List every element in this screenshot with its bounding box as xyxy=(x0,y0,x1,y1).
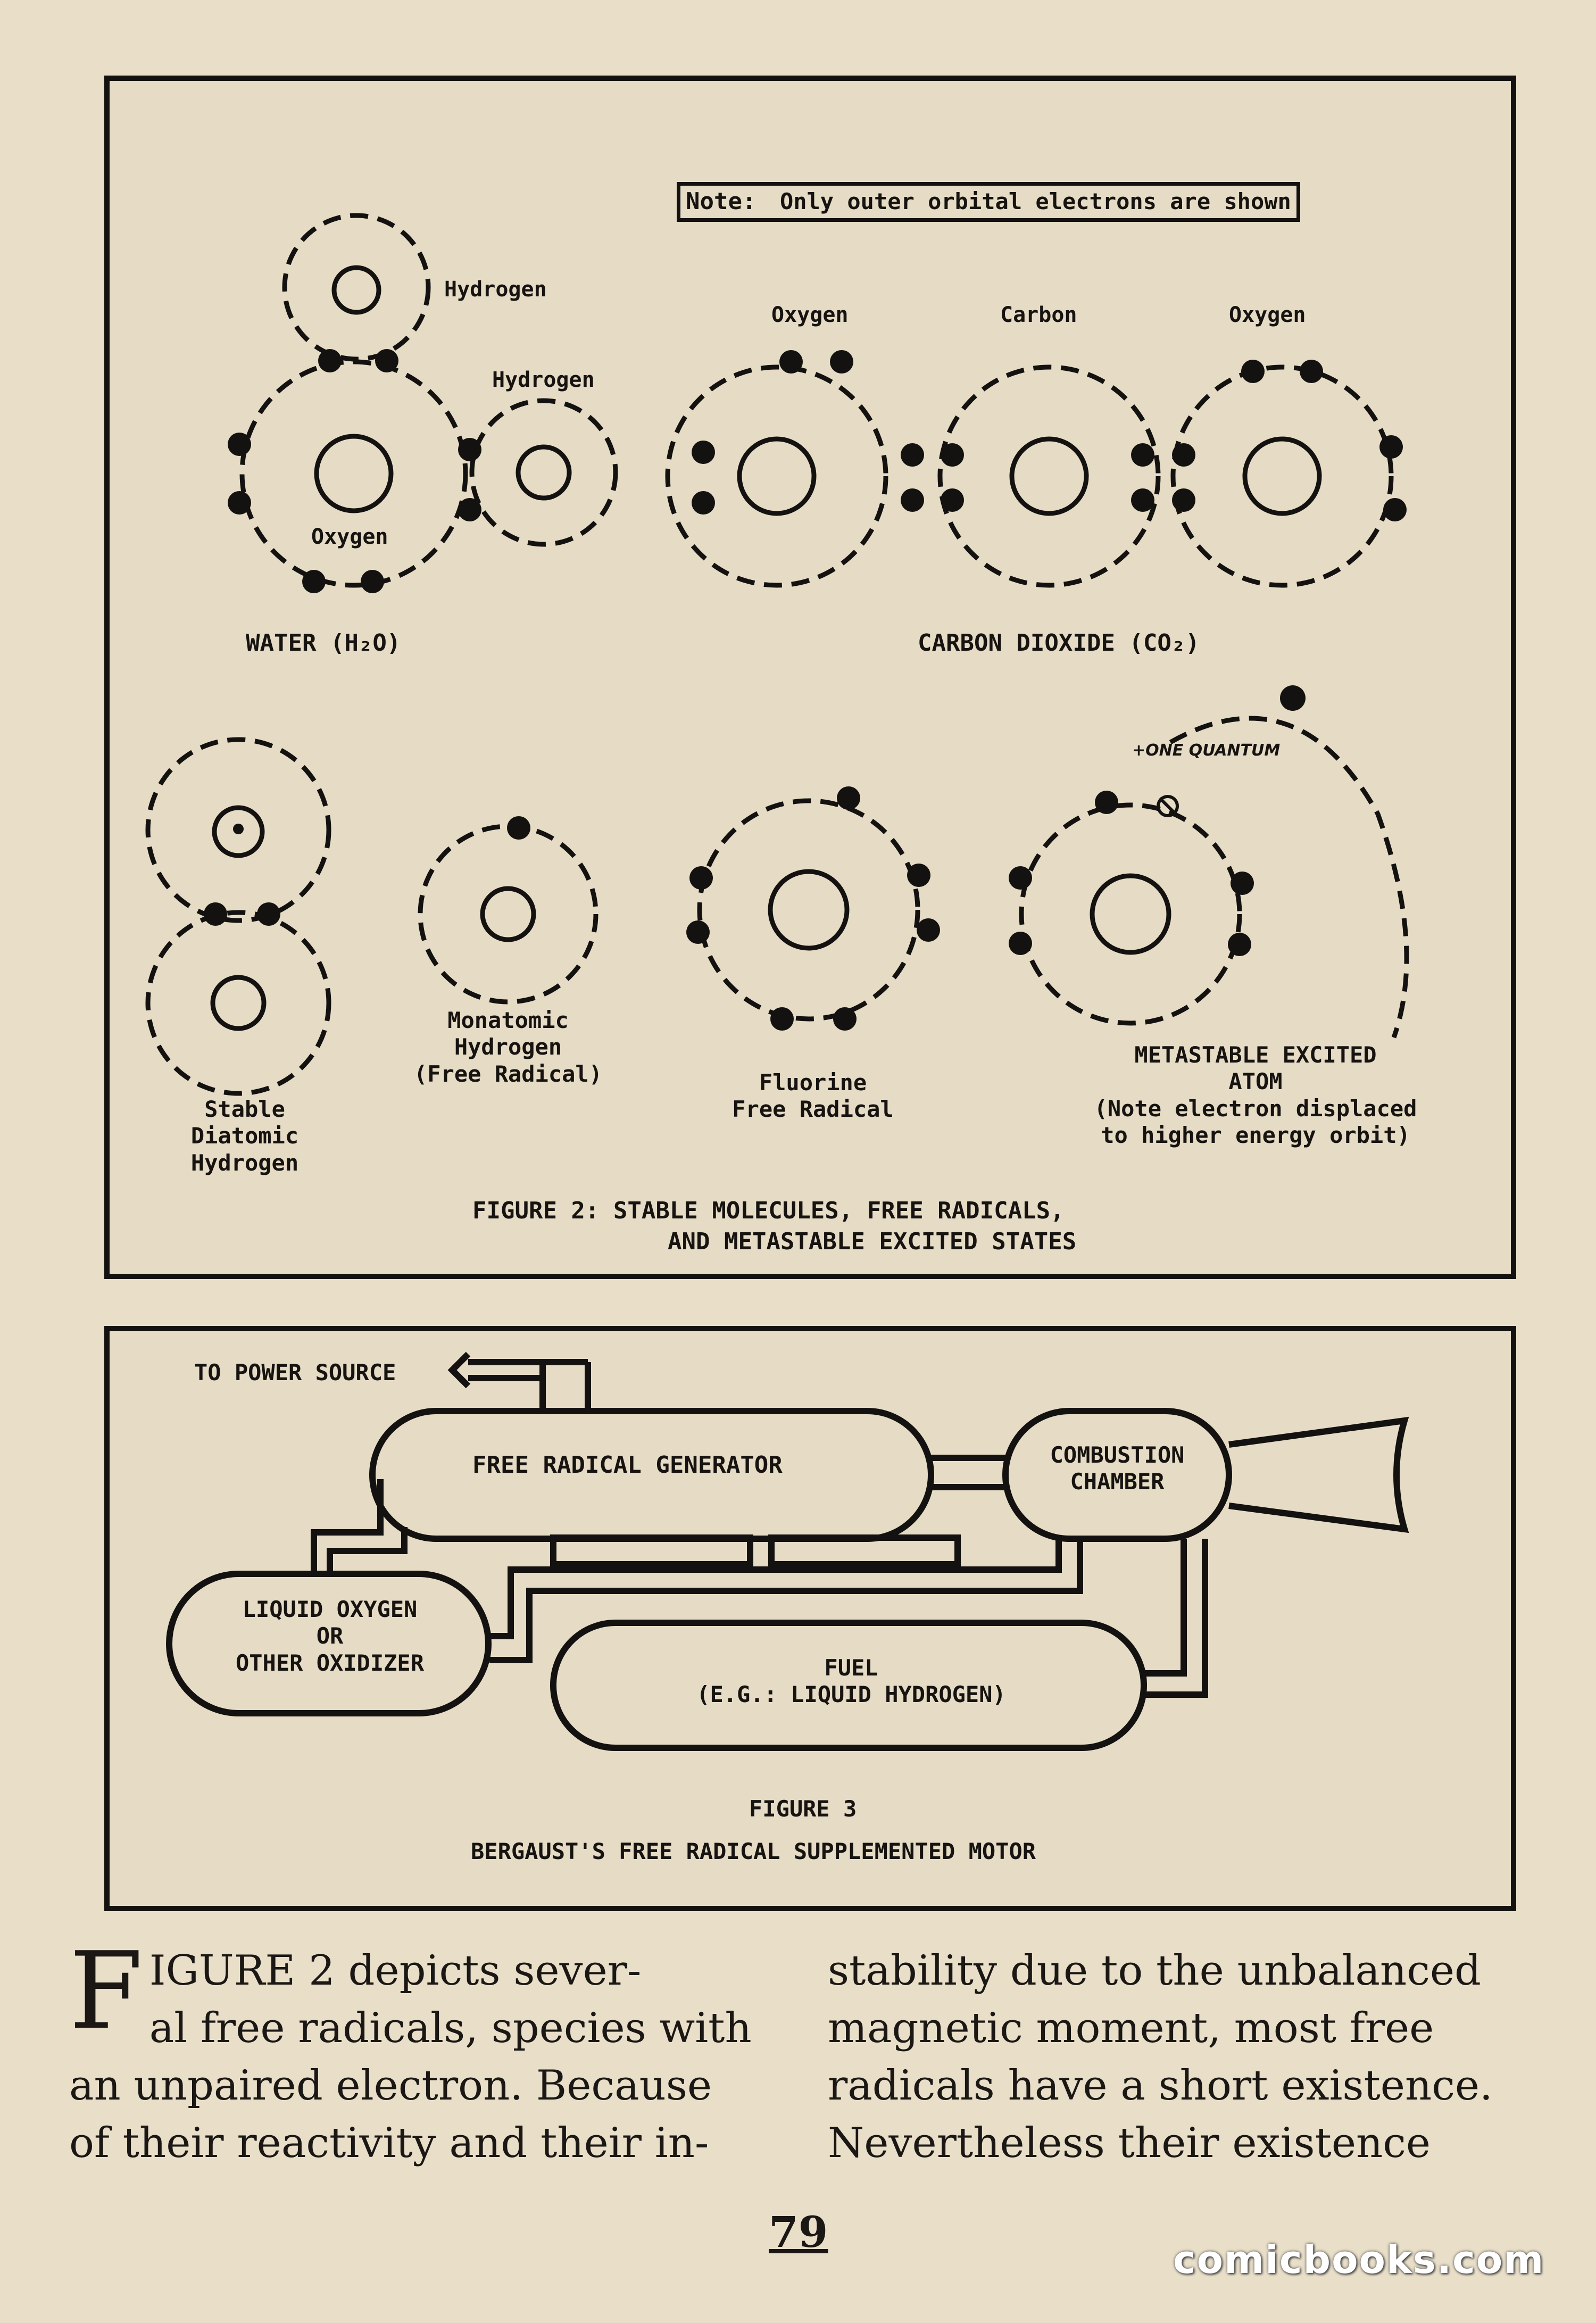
water-oxygen-nucleus xyxy=(314,434,394,513)
water-hydrogen-top-orbit xyxy=(282,213,431,362)
figure-2-caption-line1: FIGURE 2: STABLE MOLECULES, FREE RADICAL… xyxy=(472,1197,1065,1224)
figure-2-caption-line2: AND METASTABLE EXCITED STATES xyxy=(668,1228,1077,1255)
metastable-atom-nucleus xyxy=(1090,873,1171,955)
co2-oxygen-left-label: Oxygen xyxy=(771,303,849,327)
figure-3-title: BERGAUST'S FREE RADICAL SUPPLEMENTED MOT… xyxy=(471,1838,1036,1864)
body-left-line: al free radicals, species with xyxy=(149,2004,752,2052)
body-right-line: magnetic moment, most free xyxy=(828,2004,1434,2052)
fuel-tank xyxy=(550,1620,1147,1751)
co2-oxygen-right-nucleus xyxy=(1242,436,1322,516)
water-hydrogen-right-label: Hydrogen xyxy=(492,368,595,392)
water-hydrogen-right-orbit xyxy=(469,398,618,547)
co2-caption: CARBON DIOXIDE (CO₂) xyxy=(918,629,1200,657)
power-source-label: TO POWER SOURCE xyxy=(194,1359,396,1385)
body-column-right: stability due to the unbalanced magnetic… xyxy=(828,1942,1525,2172)
monatomic-h-nucleus xyxy=(480,886,536,942)
fluorine-nucleus xyxy=(768,869,850,951)
diatomic-h-top-orbit xyxy=(145,737,331,923)
figure-2-drawing xyxy=(145,213,1409,1096)
nozzle xyxy=(1228,1416,1409,1533)
body-right-line: Nevertheless their existence xyxy=(828,2119,1431,2167)
water-hydrogen-right-nucleus xyxy=(516,444,572,501)
co2-oxygen-right-label: Oxygen xyxy=(1229,303,1306,327)
co2-oxygen-left-orbit xyxy=(665,364,888,588)
watermark: comicbooks.com xyxy=(1173,2237,1545,2282)
note-label: Note: xyxy=(686,188,757,215)
fuel-label: FUEL (E.G.: LIQUID HYDROGEN) xyxy=(696,1655,1006,1708)
figure-3-frame xyxy=(104,1326,1516,1911)
body-right-line: stability due to the unbalanced xyxy=(828,1947,1481,1995)
combustion-label: COMBUSTION CHAMBER xyxy=(1050,1442,1185,1495)
diatomic-h-bottom-orbit xyxy=(145,910,331,1096)
water-oxygen-orbit xyxy=(239,359,468,588)
oxidizer-label: LIQUID OXYGEN OR OTHER OXIDIZER xyxy=(235,1596,424,1676)
diatomic-h-bottom-nucleus xyxy=(210,975,267,1031)
body-left-line: an unpaired electron. Because xyxy=(69,2062,712,2110)
fluorine-caption: Fluorine Free Radical xyxy=(732,1069,894,1123)
quantum-label: +ONE QUANTUM xyxy=(1132,741,1281,760)
co2-carbon-orbit xyxy=(937,364,1161,588)
body-left-line: of their reactivity and their in- xyxy=(69,2119,709,2167)
monatomic-caption: Monatomic Hydrogen (Free Radical) xyxy=(413,1007,602,1087)
body-left-line: IGURE 2 depicts sever- xyxy=(149,1947,642,1995)
body-right-line: radicals have a short existence. xyxy=(828,2062,1493,2110)
water-hydrogen-top-label: Hydrogen xyxy=(444,277,547,302)
figure-3-drawing xyxy=(166,1351,1409,1751)
diatomic-h-top-nucleus xyxy=(212,805,265,858)
co2-carbon-nucleus xyxy=(1009,436,1089,516)
body-column-left: F IGURE 2 depicts sever- al free radical… xyxy=(69,1929,766,2172)
figure-3-number: FIGURE 3 xyxy=(749,1796,857,1822)
combustion-tank xyxy=(1002,1408,1232,1542)
water-caption: WATER (H₂O) xyxy=(246,629,401,657)
metastable-atom-orbit xyxy=(1019,802,1242,1026)
water-oxygen-label: Oxygen xyxy=(311,525,388,549)
note-box: Note: Only outer orbital electrons are s… xyxy=(677,182,1300,222)
diatomic-caption: Stable Diatomic Hydrogen xyxy=(190,1096,299,1176)
monatomic-h-orbit xyxy=(418,824,598,1005)
co2-carbon-label: Carbon xyxy=(1000,303,1077,327)
co2-oxygen-right-orbit xyxy=(1170,364,1394,588)
co2-oxygen-left-nucleus xyxy=(737,436,817,516)
water-hydrogen-top-nucleus xyxy=(331,265,381,315)
metastable-caption: METASTABLE EXCITED ATOM (Note electron d… xyxy=(1094,1042,1417,1149)
note-text: Only outer orbital electrons are shown xyxy=(779,188,1291,214)
fluorine-orbit xyxy=(697,798,920,1022)
drop-cap: F xyxy=(69,1929,143,2053)
excited-orbit-arc xyxy=(1169,716,1409,1039)
page-number: 79 xyxy=(769,2207,828,2257)
generator-label: FREE RADICAL GENERATOR xyxy=(472,1451,783,1479)
